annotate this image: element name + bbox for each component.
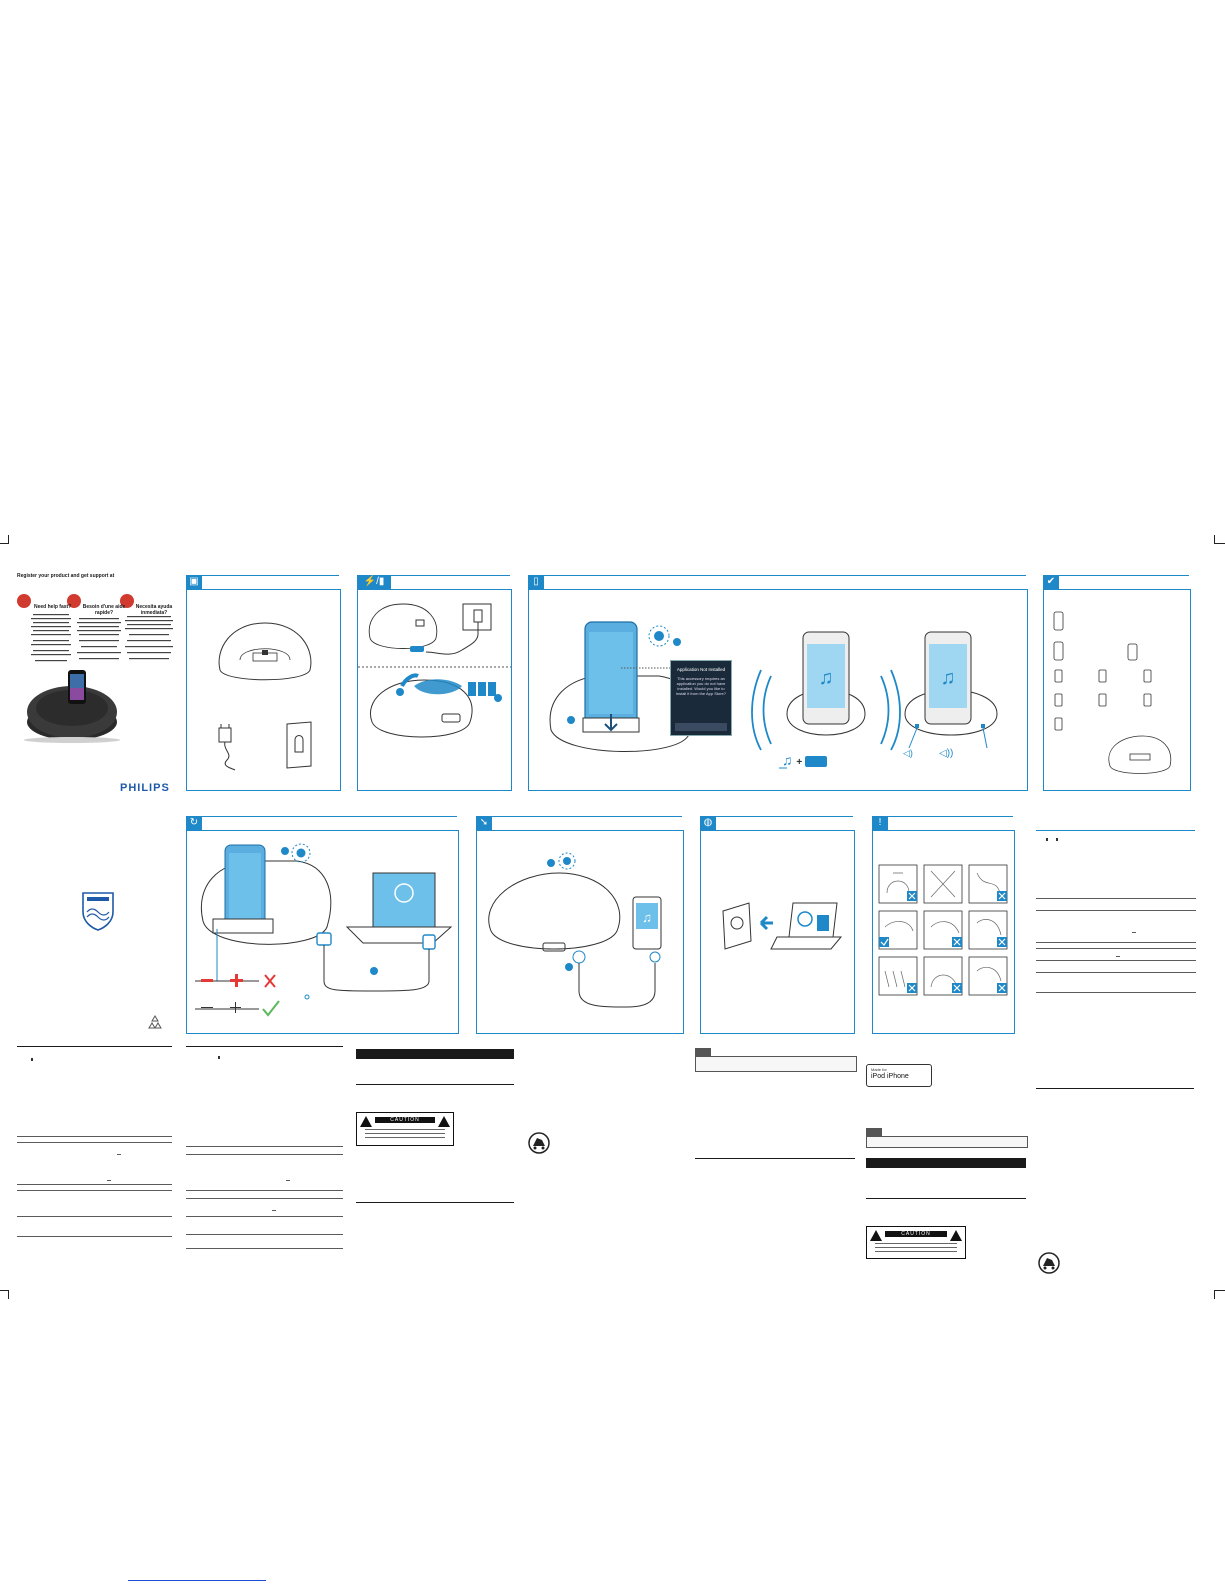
crop-mark: [0, 543, 8, 544]
dialog-title: Application Not Installed: [676, 667, 726, 672]
tab-box: [186, 575, 339, 576]
dialog-buttons: [675, 723, 727, 731]
panel-dock-play: Application Not Installed This accessory…: [528, 589, 1028, 791]
shock-warning-icon: [870, 1230, 882, 1241]
shock-warning-icon: [360, 1116, 372, 1127]
music-icon: ♫: [782, 752, 793, 768]
register-line: Register your product and get support at: [17, 573, 115, 579]
safety-warning-grid: [878, 864, 1008, 996]
crop-mark: [8, 535, 9, 544]
help-badge: [17, 594, 31, 608]
brand-logo: PHILIPS: [120, 782, 170, 794]
info-text-block: [1036, 838, 1196, 993]
audio-in-illustration: ♫: [488, 852, 662, 1008]
cart-warning-icon: [1038, 1252, 1060, 1274]
help-badge: [120, 594, 134, 608]
panel-compatible-devices: [1043, 589, 1191, 791]
user-manual-illustration: [286, 721, 312, 769]
dock-playing-illustration: ♫: [751, 631, 901, 769]
caution-label: CAUTION: [866, 1226, 966, 1259]
caution-label: CAUTION: [356, 1112, 454, 1146]
note-icon: [866, 1128, 882, 1136]
warning-icon: !: [872, 816, 888, 830]
iphone-label: iPhone: [886, 1073, 909, 1080]
panel-safety-warnings: [872, 830, 1015, 1034]
music-note-icon: ♫: [819, 667, 834, 689]
philips-shield-icon: [82, 892, 114, 931]
globe-icon: ◍: [700, 816, 716, 830]
exclamation-warning-icon: [438, 1116, 450, 1127]
audio-in-icon: ➘: [476, 816, 492, 830]
made-for-ipod-iphone-badge: Made for iPod iPhone: [866, 1064, 932, 1087]
footer-link-underline[interactable]: [128, 1580, 266, 1581]
crop-mark: [1214, 543, 1225, 544]
made-for-label: Made for: [871, 1067, 887, 1072]
section-header-bar: [866, 1158, 1026, 1168]
panel-power-battery: [357, 589, 512, 791]
note-box: [866, 1136, 1028, 1148]
crop-mark: [1214, 535, 1215, 544]
caution-title: CAUTION: [885, 1231, 947, 1237]
caution-title: CAUTION: [375, 1117, 435, 1123]
panel-online-manual: [700, 830, 855, 1034]
text-column-1: [17, 1058, 172, 1237]
crop-mark: [0, 1290, 8, 1291]
recycle-icon: [148, 1015, 162, 1029]
compatible-device-list: [1053, 611, 1172, 774]
section-header-bar: [356, 1049, 514, 1059]
power-adapter-illustration: [218, 724, 236, 771]
panel-sync-computer: [186, 830, 459, 1034]
box-icon: ▣: [186, 575, 202, 589]
sync-illustration: [195, 843, 453, 1017]
music-plus-charge-icon: ♫ +: [782, 752, 828, 768]
charge-icon: [805, 755, 828, 767]
note-icon: [695, 1048, 711, 1056]
help-heading-en: Need help fast?: [34, 604, 72, 610]
volume-down-icon: ◁): [903, 748, 913, 758]
panel-audio-in: ♫: [476, 830, 684, 1034]
dialog-body: This accessory requires an application y…: [675, 676, 727, 696]
sync-icon: ↻: [186, 816, 202, 830]
crop-mark: [1214, 1290, 1225, 1291]
cart-warning-icon: [528, 1132, 550, 1154]
exclamation-warning-icon: [950, 1230, 962, 1241]
help-badge: [67, 594, 81, 608]
svg-text:♫: ♫: [642, 910, 652, 925]
plug-battery-icon: ⚡/▮: [357, 575, 391, 589]
ipod-label: iPod: [871, 1073, 886, 1080]
panel-whats-in-box: [186, 589, 341, 791]
text-column-2: [186, 1056, 343, 1249]
product-photo: [24, 670, 120, 743]
svg-text:♫: ♫: [941, 667, 956, 689]
dock-phone-step-illustration: [549, 621, 699, 752]
dock-speaker-illustration: [218, 622, 312, 681]
power-connection-illustration: [358, 603, 511, 738]
note-box: [695, 1056, 857, 1072]
crop-mark: [1214, 1290, 1215, 1299]
crop-mark: [8, 1290, 9, 1299]
dock-volume-illustration: ♫: [904, 631, 998, 749]
phone-icon: ▯: [528, 575, 544, 589]
help-heading-fr: Besoin d'une aide rapide?: [82, 604, 126, 616]
check-icon: ✔: [1043, 575, 1059, 589]
help-text-lines: [31, 614, 173, 662]
app-not-installed-dialog: Application Not Installed This accessory…: [670, 660, 732, 736]
manual-to-laptop-illustration: [722, 902, 843, 950]
help-heading-es: Necesita ayuda inmediata?: [135, 604, 173, 616]
volume-up-icon: ◁)): [939, 748, 954, 759]
